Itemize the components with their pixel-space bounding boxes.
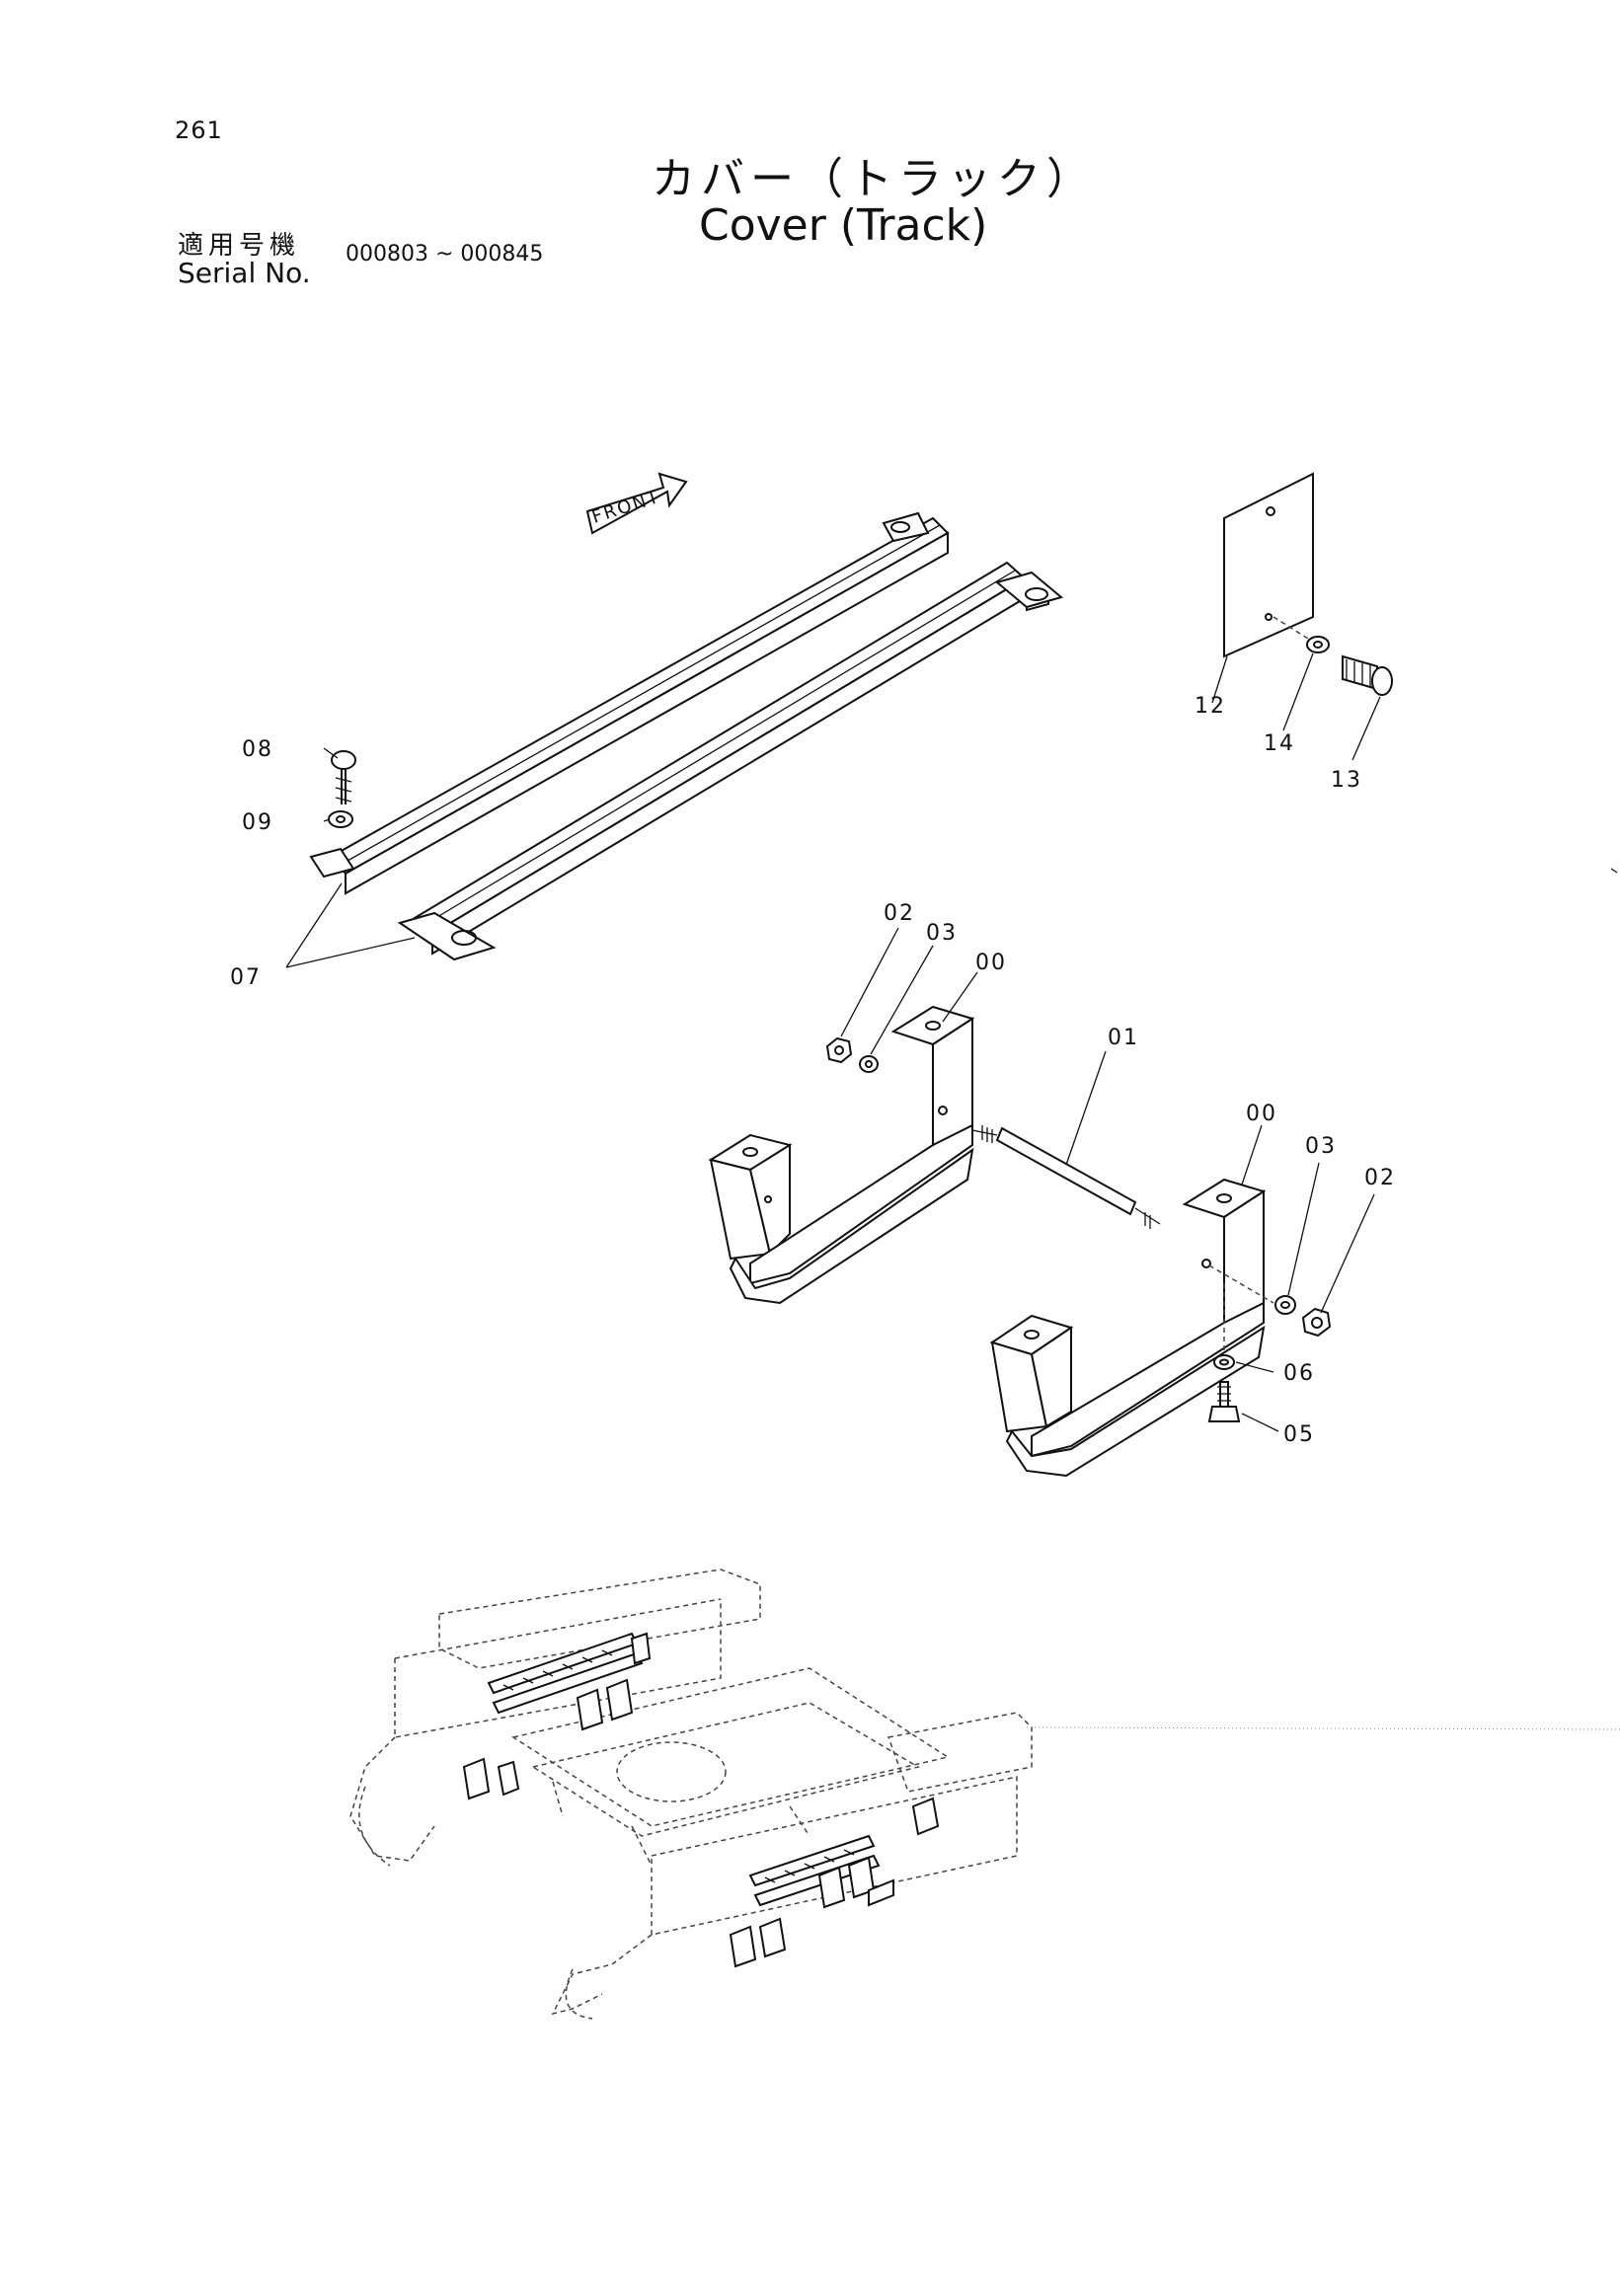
serial-label-english: Serial No. <box>178 257 311 289</box>
bracket-00-right <box>989 1178 1274 1478</box>
part-label-00-right: 00 <box>1246 1102 1277 1126</box>
track-cover-rail-lower <box>397 561 1064 961</box>
part-labels: 08 09 07 12 14 13 02 03 00 01 00 03 02 0… <box>230 694 1396 1447</box>
bolt-08 <box>331 750 356 804</box>
part-label-03-left: 03 <box>926 921 958 946</box>
page-number: 261 <box>175 116 223 144</box>
washer-03-left <box>859 1055 879 1073</box>
part-label-06: 06 <box>1283 1361 1315 1386</box>
nut-02-left <box>825 1036 853 1064</box>
part-label-03-right: 03 <box>1305 1134 1337 1159</box>
part-label-00-left: 00 <box>975 951 1007 975</box>
bolt-13 <box>1342 654 1393 696</box>
part-label-07: 07 <box>230 965 262 990</box>
washer-14 <box>1306 636 1330 653</box>
page-title-japanese: カバー（トラック） <box>652 154 1096 204</box>
undercarriage-overview <box>349 1569 1033 2020</box>
part-label-02-right: 02 <box>1364 1166 1396 1190</box>
track-cover-rail-upper <box>309 511 1049 895</box>
cover-plate-12 <box>1223 472 1314 658</box>
part-label-13: 13 <box>1331 768 1362 793</box>
part-label-08: 08 <box>242 737 273 762</box>
part-label-14: 14 <box>1264 731 1295 756</box>
scan-marks <box>1026 868 1620 1730</box>
serial-range: 000803 ~ 000845 <box>346 242 544 267</box>
serial-label-japanese: 適用号機 <box>178 231 301 261</box>
leader-lines <box>285 652 1381 1432</box>
front-label: FRONT <box>589 487 662 528</box>
part-label-09: 09 <box>242 810 273 835</box>
bracket-00-left <box>708 1005 975 1305</box>
nut-02-right <box>1301 1307 1332 1338</box>
front-arrow: FRONT <box>585 472 688 535</box>
part-label-02-left: 02 <box>884 901 915 926</box>
part-label-05: 05 <box>1283 1422 1315 1447</box>
part-label-12: 12 <box>1195 694 1226 719</box>
part-label-01: 01 <box>1108 1026 1139 1050</box>
bolt-05 <box>1207 1381 1241 1422</box>
washer-06 <box>1213 1354 1235 1370</box>
washer-03-right <box>1274 1295 1296 1315</box>
washer-09 <box>328 810 353 828</box>
shaft-01 <box>971 1125 1161 1229</box>
page-title-english: Cover (Track) <box>699 200 988 251</box>
